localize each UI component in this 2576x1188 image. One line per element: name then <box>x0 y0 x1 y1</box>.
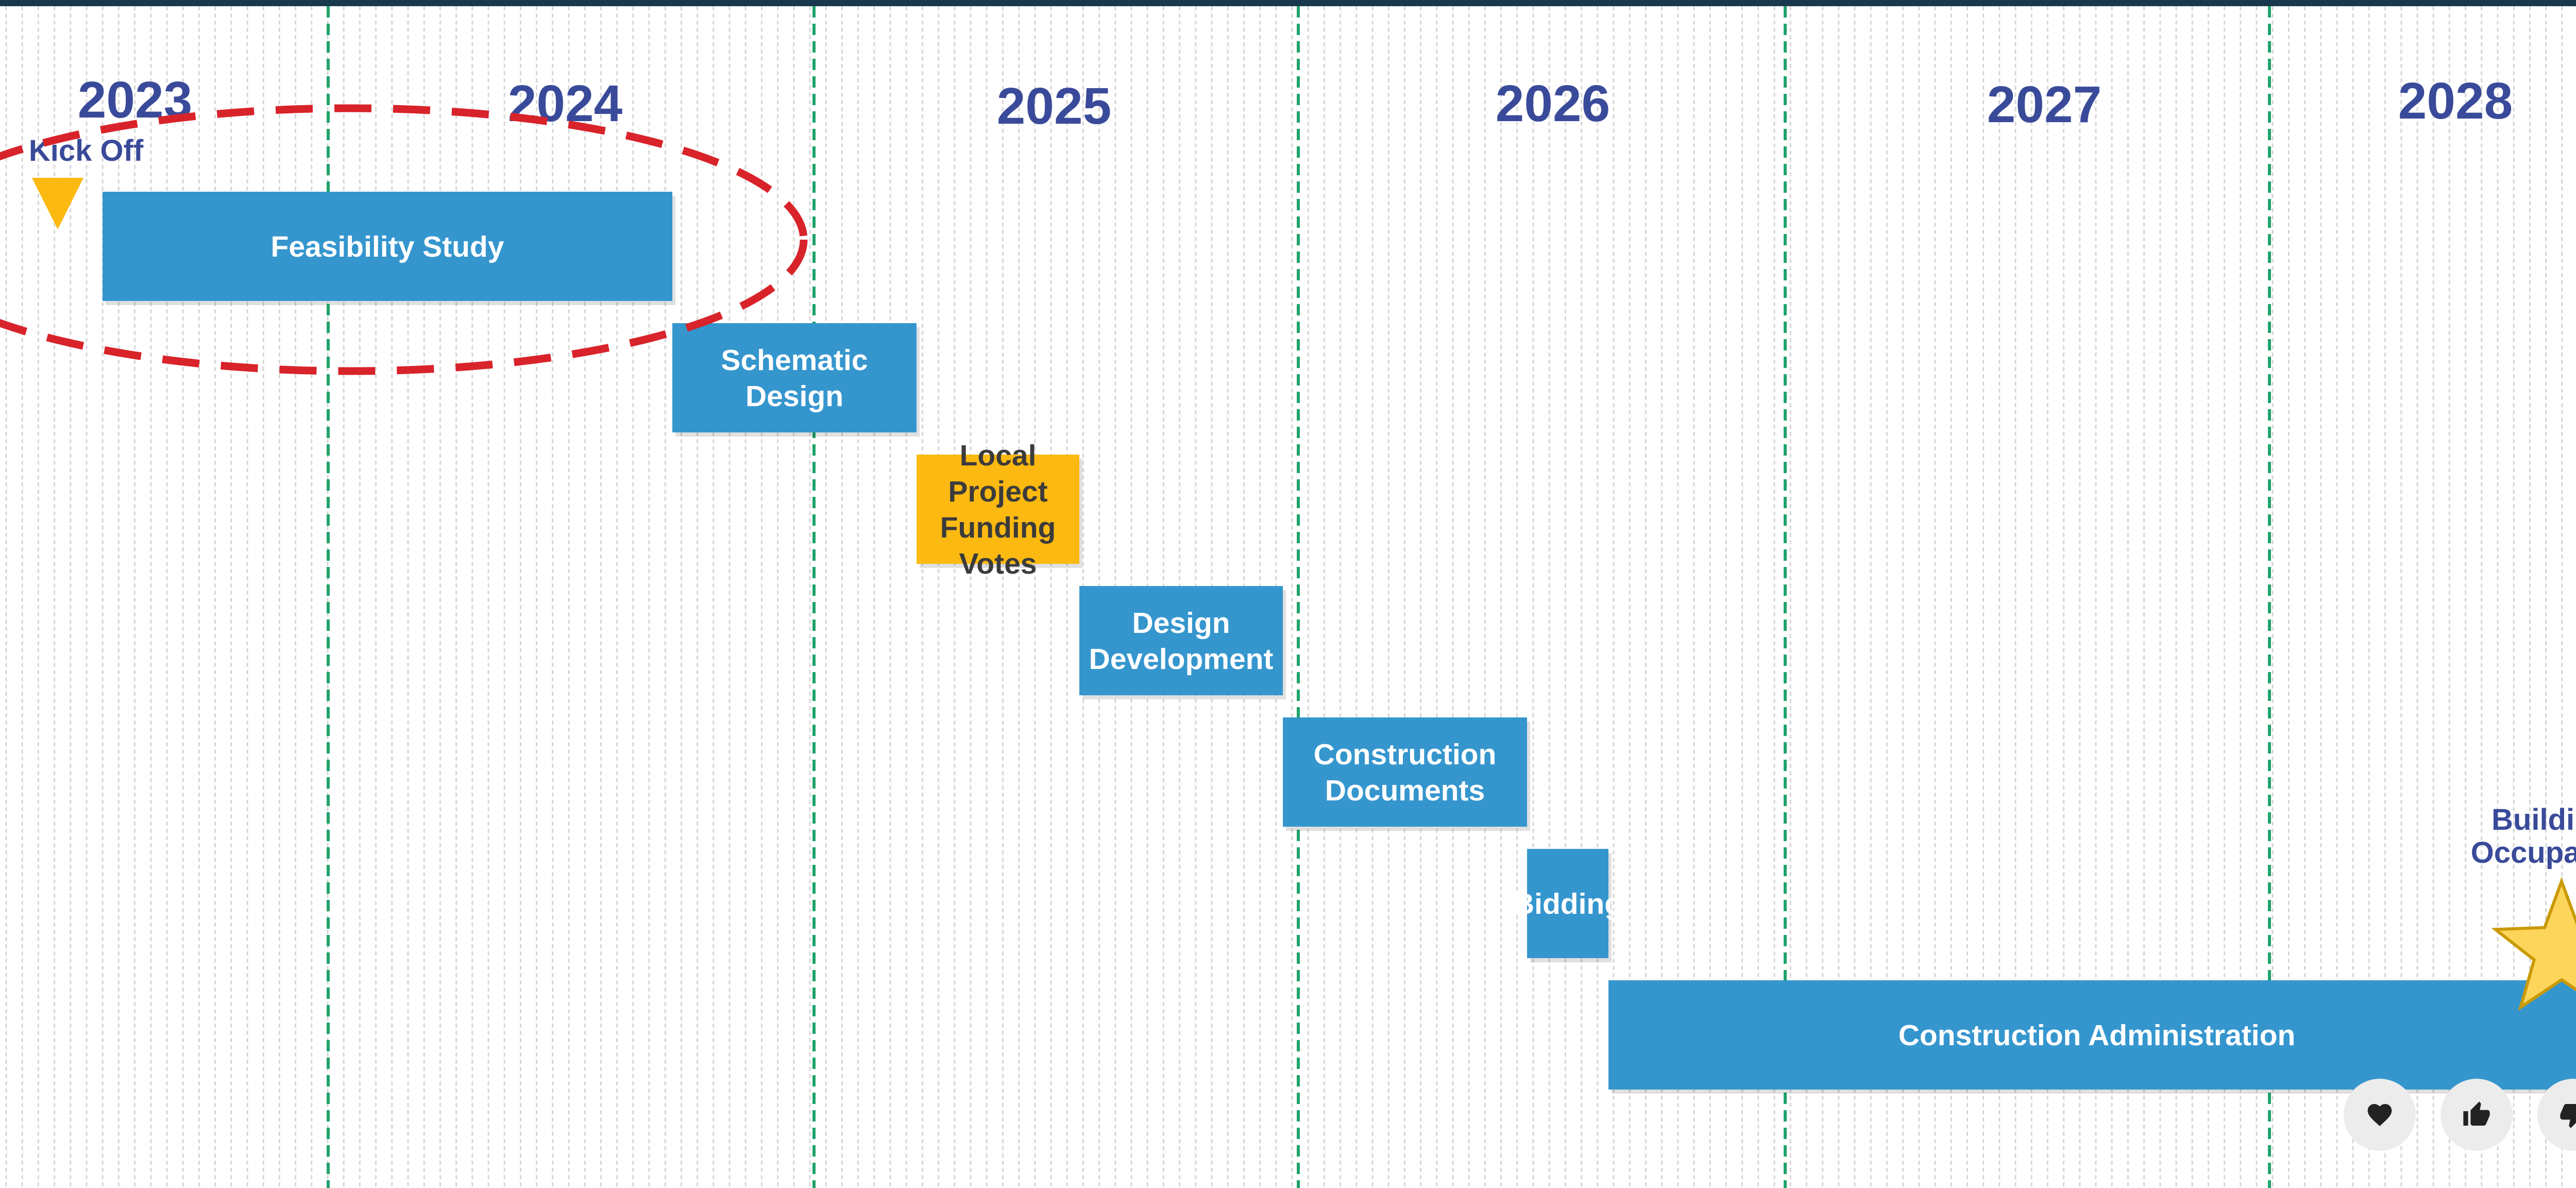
feedback-buttons <box>2344 1079 2576 1151</box>
task-label: Construction Administration <box>1899 1019 2296 1052</box>
task-label: Schematic <box>721 344 868 377</box>
task-bar <box>672 323 917 432</box>
year-label-2028: 2028 <box>2398 72 2513 130</box>
task-label: Design <box>1132 607 1230 640</box>
task-label: Development <box>1089 643 1274 676</box>
heart-button[interactable] <box>2344 1079 2416 1151</box>
year-label-2024: 2024 <box>508 75 623 132</box>
heart-icon <box>2367 1104 2392 1126</box>
top-bar <box>0 0 2576 6</box>
task-bar <box>1608 980 2576 1090</box>
task-label: Documents <box>1325 774 1485 807</box>
task-bar <box>1079 586 1283 695</box>
task-construction-administration: Construction Administration <box>1608 980 2576 1094</box>
highlight-ellipse <box>0 104 808 375</box>
task-feasibility-study: Feasibility Study <box>103 192 675 305</box>
year-label-2025: 2025 <box>997 77 1111 135</box>
dislike-button[interactable] <box>2537 1079 2576 1151</box>
task-label: Project <box>948 475 1047 508</box>
task-bidding: Bidding <box>1513 849 1622 962</box>
year-label-2027: 2027 <box>1987 76 2102 133</box>
thumbs-down-icon <box>2560 1104 2576 1128</box>
thumbs-up-icon <box>2463 1101 2490 1126</box>
task-bar <box>1527 849 1608 958</box>
year-label-2026: 2026 <box>1496 75 1610 132</box>
task-label: Feasibility Study <box>271 230 504 263</box>
task-bars: Feasibility StudySchematicDesignLocalPro… <box>103 192 2576 1094</box>
milestone-triangle <box>32 178 83 229</box>
milestones: Kick OffBuildingOccupancy <box>29 134 2576 1011</box>
task-label: Bidding <box>1513 888 1622 921</box>
milestone-building-occupancy: BuildingOccupancy <box>2471 803 2576 1011</box>
task-label: Local <box>960 439 1037 472</box>
task-label: Funding <box>940 511 1056 544</box>
task-bar <box>1283 717 1527 827</box>
milestone-star <box>2491 877 2576 1011</box>
task-bar <box>917 455 1079 564</box>
task-label: Design <box>745 380 843 413</box>
task-label: Construction <box>1314 738 1497 771</box>
like-button[interactable] <box>2441 1079 2513 1151</box>
task-bar <box>103 192 672 301</box>
task-label: Votes <box>959 547 1037 580</box>
year-headers: 2023 2024 2025 2026 2027 2028 <box>78 71 2513 135</box>
milestone-label: Occupancy <box>2471 836 2576 869</box>
milestone-label: Building <box>2492 803 2576 836</box>
